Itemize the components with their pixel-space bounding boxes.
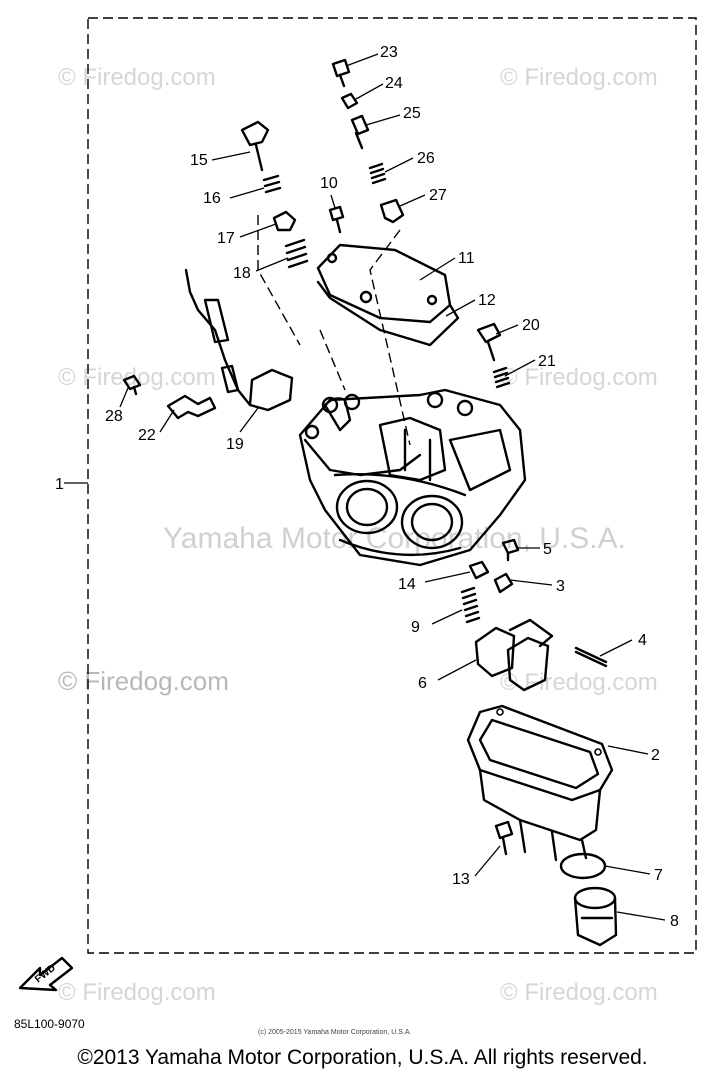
firedog-watermarks: © Firedog.com © Firedog.com © Firedog.co… [58, 64, 658, 1006]
screw-part-28 [122, 374, 142, 396]
screw-part-10 [328, 205, 345, 234]
watermark-right-lower: © Firedog.com [500, 669, 658, 696]
callout-13: 13 [452, 871, 470, 888]
watermark-center-yamaha: Yamaha Motor Corporation, U.S.A. [163, 522, 626, 555]
holder-part-27 [379, 198, 405, 224]
float-bowl-part-2 [466, 704, 614, 862]
screw-part-20 [476, 322, 502, 362]
watermark-bottom-right: © Firedog.com [500, 979, 658, 1006]
callout-numbers: 1 2 3 4 5 6 7 8 9 10 11 12 13 14 15 16 1… [55, 44, 679, 930]
callout-25: 25 [403, 105, 421, 122]
main-copyright: ©2013 Yamaha Motor Corporation, U.S.A. A… [77, 1046, 648, 1069]
callout-7: 7 [654, 867, 663, 884]
jet-part-25 [350, 114, 370, 150]
small-copyright: (c) 2005-2015 Yamaha Motor Corporation, … [258, 1029, 412, 1036]
watermark-left-large: © Firedog.com [58, 666, 229, 696]
screw-part-9 [460, 586, 481, 624]
callout-24: 24 [385, 75, 403, 92]
screw-part-13 [494, 820, 514, 856]
screw-part-15 [240, 120, 270, 172]
callout-22: 22 [138, 427, 156, 444]
spring-part-18 [284, 238, 309, 269]
callout-11: 11 [458, 250, 475, 267]
document-code: 85L100-9070 [14, 1017, 85, 1031]
callout-5: 5 [543, 541, 552, 558]
spring-part-16 [262, 174, 282, 194]
callout-18: 18 [233, 265, 251, 282]
top-cover-part-11 [316, 243, 452, 324]
callout-20: 20 [522, 317, 540, 334]
screw-part-5 [501, 538, 520, 562]
spring-part-21 [492, 366, 511, 389]
callout-3: 3 [556, 578, 565, 595]
watermark-top-left: © Firedog.com [58, 64, 216, 91]
sensor-part-19 [184, 268, 294, 412]
watermark-top-right: © Firedog.com [500, 64, 658, 91]
watermark-mid-right: © Firedog.com [500, 364, 658, 391]
callout-12: 12 [478, 292, 496, 309]
callout-23: 23 [380, 44, 398, 61]
nut-part-24 [340, 92, 359, 110]
plug-part-14 [468, 560, 490, 580]
gasket-part-12 [316, 280, 460, 347]
callout-17: 17 [217, 230, 235, 247]
callout-16: 16 [203, 190, 221, 207]
nut-part-17 [272, 210, 297, 232]
callout-6: 6 [418, 675, 427, 692]
clip-part-3 [493, 572, 514, 594]
drain-plug-part-8 [573, 886, 618, 947]
watermark-bottom-left: © Firedog.com [58, 979, 216, 1006]
callout-8: 8 [670, 913, 679, 930]
carburetor-body [298, 388, 527, 567]
bracket-part-22 [166, 394, 217, 420]
callout-15: 15 [190, 152, 208, 169]
callout-27: 27 [429, 187, 447, 204]
callout-28: 28 [105, 408, 123, 425]
callout-19: 19 [226, 436, 244, 453]
callout-26: 26 [417, 150, 435, 167]
callout-2: 2 [651, 747, 660, 764]
pin-part-4 [574, 646, 608, 668]
callout-10: 10 [320, 175, 338, 192]
callout-4: 4 [638, 632, 647, 649]
callout-9: 9 [411, 619, 420, 636]
spring-part-26 [368, 162, 387, 185]
float-part-6 [474, 618, 554, 692]
assembly-boundary [87, 17, 697, 954]
callout-14: 14 [398, 576, 416, 593]
o-ring-part-7 [559, 852, 607, 880]
screw-part-23 [331, 58, 351, 88]
leader-lines [119, 53, 666, 921]
callout-1: 1 [55, 476, 64, 493]
callout-21: 21 [538, 353, 556, 370]
